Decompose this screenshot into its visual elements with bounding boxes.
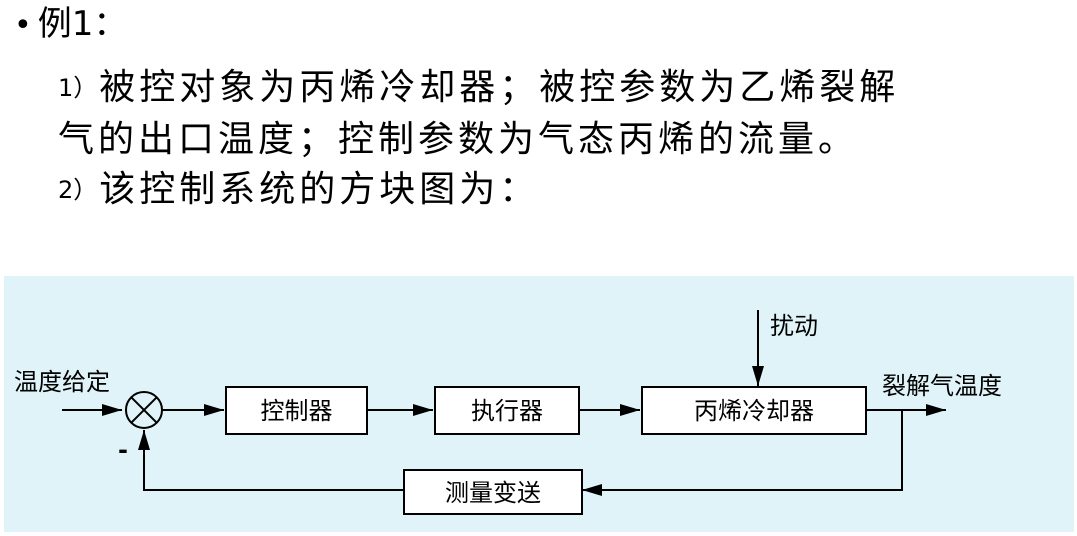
item-2: 2）该控制系统的方块图为： xyxy=(58,164,1058,216)
feedback-sign: - xyxy=(118,436,128,464)
feedback-line-right xyxy=(582,410,903,496)
measurement-block xyxy=(403,469,583,515)
output-label: 裂解气温度 xyxy=(882,372,1002,400)
example-label: 例1： xyxy=(37,4,128,44)
feedback-line-left xyxy=(138,430,404,491)
text-content: •例1： 1）被控对象为丙烯冷却器；被控参数为乙烯裂解 气的出口温度；控制参数为… xyxy=(14,4,1058,216)
disturbance-label: 扰动 xyxy=(770,312,818,340)
block-diagram: 控制器 执行器 丙烯冷却器 测量变送 温度给定 裂解气温度 扰动 - xyxy=(14,310,1002,515)
summing-junction xyxy=(125,391,163,429)
actuator-block xyxy=(434,386,580,435)
process-block xyxy=(641,386,867,435)
controller-label: 控制器 xyxy=(261,397,333,425)
item-1-number: 1） xyxy=(58,74,98,102)
process-label: 丙烯冷却器 xyxy=(694,397,814,425)
item-2-text: 该控制系统的方块图为： xyxy=(99,169,540,210)
bullet-icon: • xyxy=(14,8,32,43)
block-diagram-panel: 控制器 执行器 丙烯冷却器 测量变送 温度给定 裂解气温度 扰动 - xyxy=(4,276,1074,532)
controller-block xyxy=(225,386,368,435)
item-2-number: 2） xyxy=(58,176,98,204)
measurement-label: 测量变送 xyxy=(445,479,541,507)
input-label: 温度给定 xyxy=(14,368,110,396)
example-heading: •例1： xyxy=(14,4,127,46)
actuator-label: 执行器 xyxy=(471,397,543,425)
item-1: 1）被控对象为丙烯冷却器；被控参数为乙烯裂解 气的出口温度；控制参数为气态丙烯的… xyxy=(58,62,1058,166)
item-1-text: 被控对象为丙烯冷却器；被控参数为乙烯裂解 气的出口温度；控制参数为气态丙烯的流量… xyxy=(58,67,900,160)
